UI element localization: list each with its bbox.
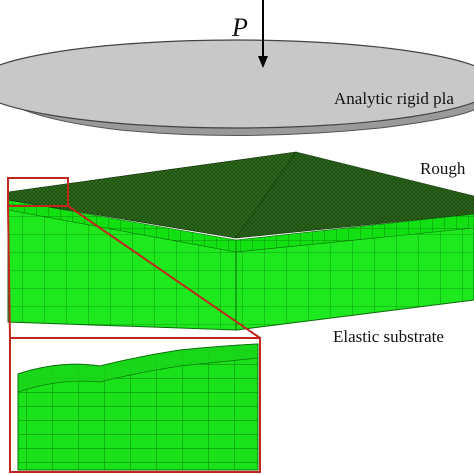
zoom-connector-left	[7, 205, 11, 339]
transition-band-right	[235, 213, 474, 253]
load-label: P	[231, 13, 248, 42]
zoom-source-box	[7, 177, 69, 207]
down-arrow-icon	[258, 0, 268, 68]
rough-surface-right-shade	[236, 152, 474, 238]
substrate-label: Elastic substrate	[333, 327, 444, 346]
zoom-indicator	[7, 177, 261, 473]
rigid-plate	[0, 39, 474, 137]
rough-label: Rough	[420, 159, 466, 178]
plate-top	[0, 39, 474, 129]
zoom-connector-right	[67, 205, 261, 339]
substrate-block	[7, 151, 474, 331]
zoom-detail-surface-band	[17, 343, 259, 393]
plate-label: Analytic rigid pla	[334, 89, 454, 108]
